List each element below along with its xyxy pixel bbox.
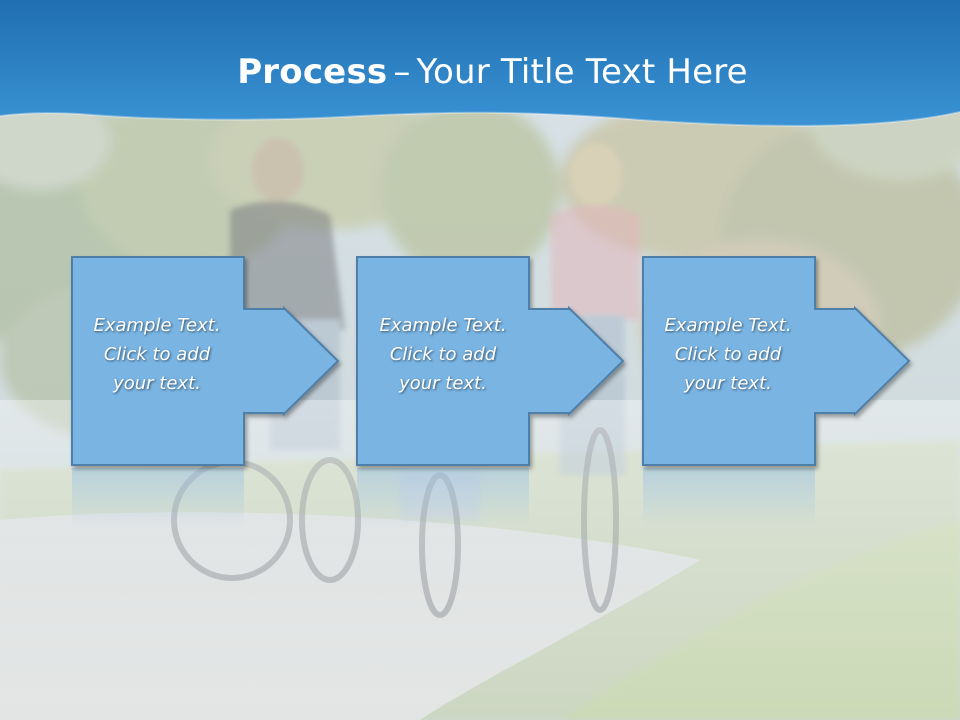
process-step-2-text[interactable]: Example Text. Click to add your text. [379, 315, 507, 394]
title-bold: Process [237, 52, 388, 92]
title-dash: – [393, 52, 411, 92]
process-step-2-shape [356, 256, 625, 466]
header-band [0, 0, 960, 126]
process-step-3-shape [642, 256, 911, 466]
title-rest: Your Title Text Here [416, 52, 748, 92]
process-step-1-shape [71, 256, 340, 466]
process-step-3-text[interactable]: Example Text. Click to add your text. [664, 315, 792, 394]
process-step-1-text[interactable]: Example Text. Click to add your text. [93, 315, 221, 394]
slide-title[interactable]: Process–Your Title Text Here [0, 52, 960, 92]
